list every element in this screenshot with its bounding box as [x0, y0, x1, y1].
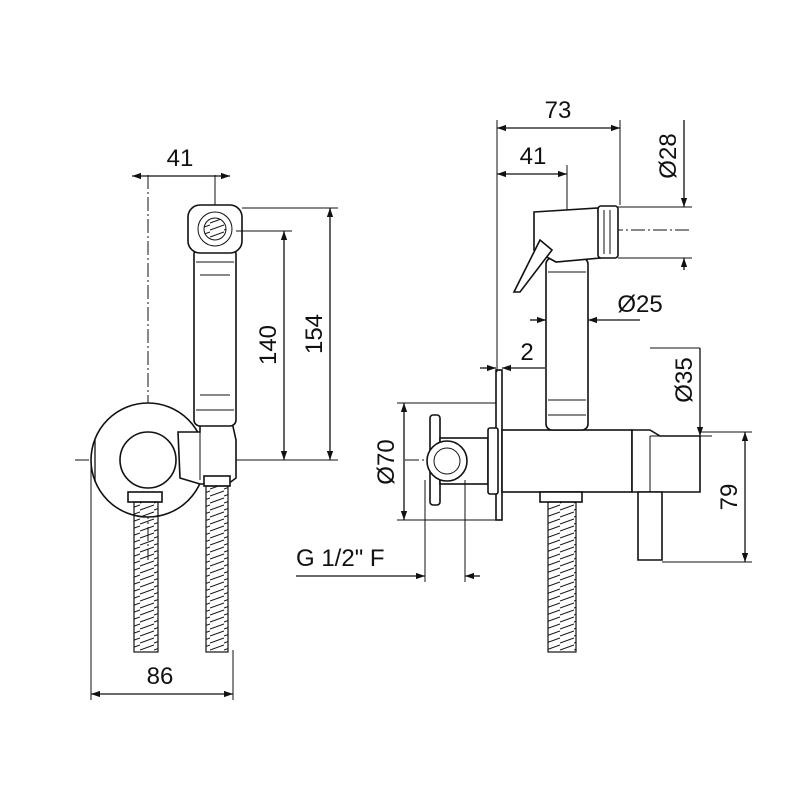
dim-right-total-length: 73 [545, 97, 572, 124]
dim-left-handle-offset: 41 [167, 145, 194, 172]
dim-right-connection-thread: G 1/2" F [296, 545, 385, 572]
dim-right-handle-offset: 41 [520, 143, 547, 170]
right-hose [547, 501, 577, 653]
right-handshower [512, 205, 619, 431]
dim-left-total-height: 154 [301, 314, 328, 354]
dim-left-plate-width: 86 [147, 663, 174, 690]
left-shower-hose [203, 475, 231, 653]
left-valve-hose [127, 491, 163, 653]
dim-right-body-height: 79 [716, 484, 743, 511]
right-handshower-lever [512, 238, 554, 293]
right-valve-body [501, 429, 701, 561]
dim-right-plate-diameter: Ø70 [373, 439, 400, 484]
left-view: 41 140 154 86 [75, 145, 338, 700]
left-valve-knob [119, 431, 177, 489]
right-valve-handle [426, 414, 499, 506]
left-holder-arm [177, 421, 237, 485]
dim-right-handle-diameter: Ø25 [617, 291, 662, 318]
dim-right-plate-gap: 2 [520, 339, 533, 366]
right-view: 73 41 Ø28 Ø25 2 Ø35 Ø70 79 [296, 97, 752, 653]
dim-right-valve-diameter: Ø35 [671, 357, 698, 402]
dim-left-inner-height: 140 [255, 325, 282, 365]
dim-right-head-diameter: Ø28 [655, 133, 682, 178]
left-handshower [187, 204, 243, 427]
